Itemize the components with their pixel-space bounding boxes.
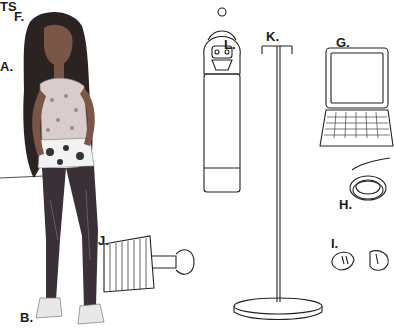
toy-laptop [320,48,393,146]
part-letter: G. [336,36,350,50]
dispenser-accessory [204,8,241,192]
part-letter: J. [98,234,109,248]
part-letter: I. [331,237,338,251]
doll-stand [234,46,322,320]
doll-figure [0,12,104,324]
part-letter: K. [266,30,279,44]
part-letter: A. [0,60,13,74]
part-letter: B. [20,311,33,325]
part-letter: L. [224,38,236,52]
part-letter: H. [339,198,352,212]
earphone-pieces [332,251,388,271]
hair-brush [104,236,194,292]
part-letter: F. [14,10,24,24]
coiled-cord [350,158,390,200]
